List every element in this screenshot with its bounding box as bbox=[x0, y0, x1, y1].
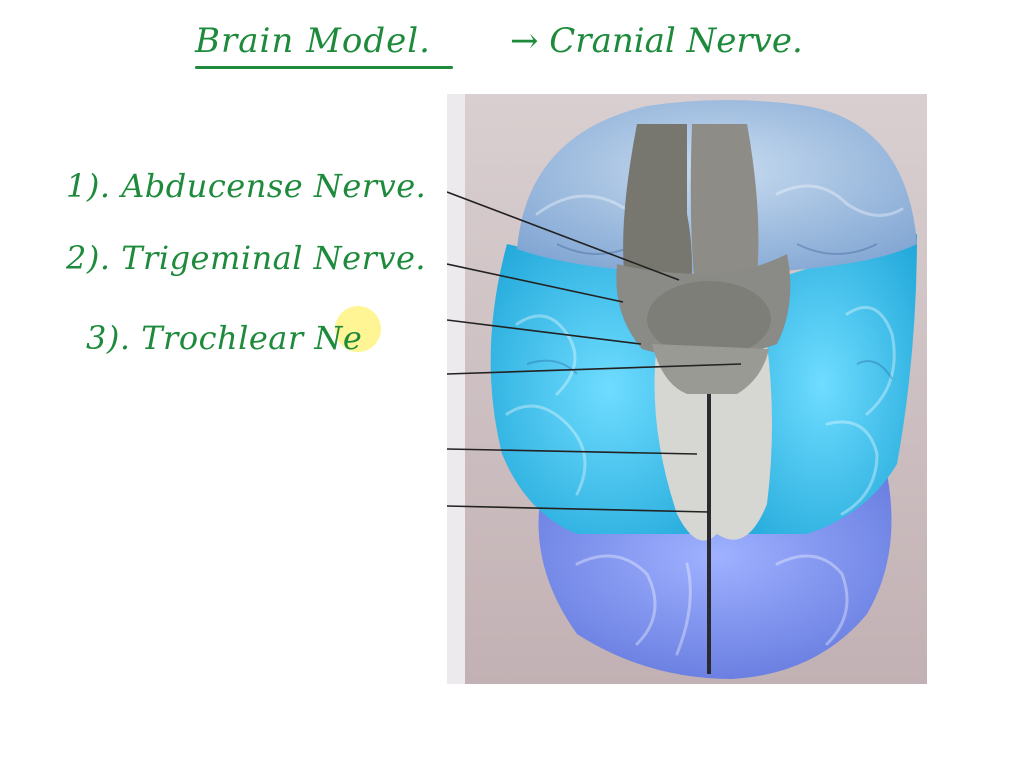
title-underline bbox=[195, 66, 453, 69]
label-item-1: 1). Abducense Nerve. bbox=[66, 170, 426, 202]
label-item-3: 3). Trochlear Ne bbox=[86, 322, 362, 354]
page-subtitle: → Cranial Nerve. bbox=[510, 21, 803, 61]
label-number: 3). bbox=[86, 319, 131, 357]
label-text: Abducense Nerve. bbox=[121, 167, 427, 205]
pen-cursor-highlight bbox=[335, 306, 381, 352]
page-title: Brain Model. bbox=[195, 21, 431, 61]
label-text: Trochlear Ne bbox=[141, 319, 363, 357]
label-number: 1). bbox=[66, 167, 111, 205]
label-number: 2). bbox=[66, 239, 111, 277]
label-text: Trigeminal Nerve. bbox=[121, 239, 427, 277]
brain-model-image bbox=[447, 94, 927, 684]
label-item-2: 2). Trigeminal Nerve. bbox=[66, 242, 426, 274]
